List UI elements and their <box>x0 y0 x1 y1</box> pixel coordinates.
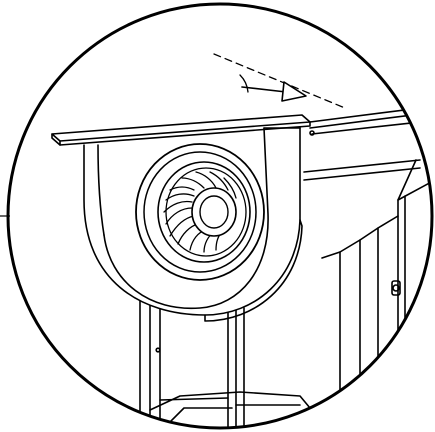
direction-arrow-icon <box>241 81 307 102</box>
mounting-plate <box>51 114 311 146</box>
tilt-angle-arc <box>239 74 249 93</box>
impeller-icon <box>163 171 237 253</box>
stand-legs <box>139 299 321 428</box>
magnified-content <box>51 53 432 428</box>
reference-dashed-line <box>213 53 346 109</box>
magnifier-circle <box>6 2 434 430</box>
frame-rails <box>303 107 432 181</box>
